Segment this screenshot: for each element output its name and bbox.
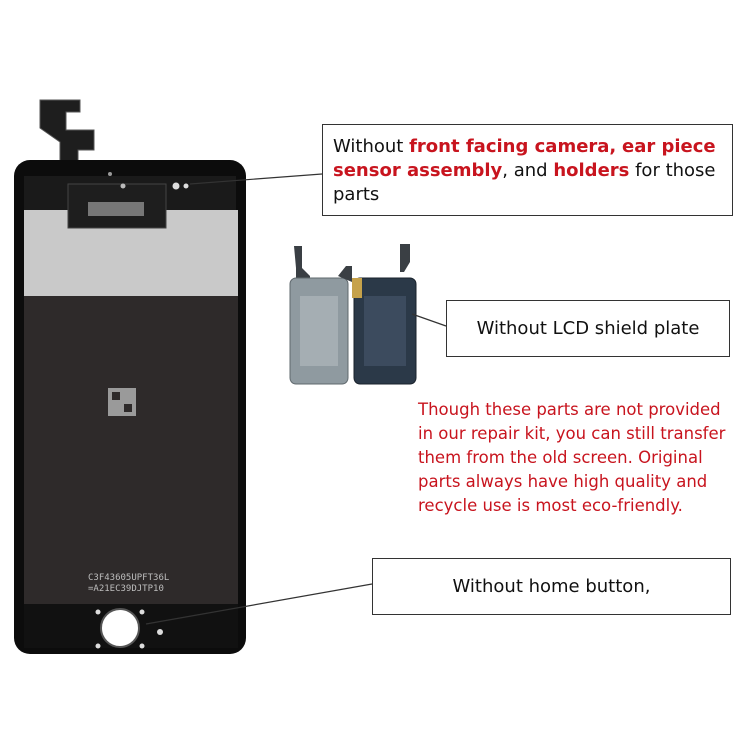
callout-camera-ear-piece: ear piece — [622, 136, 716, 157]
panel-back — [24, 296, 238, 608]
callout-camera-sensor: sensor assembly — [333, 160, 503, 181]
screw-hole — [139, 609, 145, 615]
callout-camera-text2: , and — [502, 160, 554, 181]
panel-label-line1: C3F43605UPFT36L — [88, 573, 169, 583]
screw-hole — [183, 183, 189, 189]
leader-line-camera — [189, 173, 323, 185]
panel-label-line2: =A21EC39DJTP10 — [88, 584, 164, 594]
leader-line-home — [145, 583, 373, 625]
callout-camera-text3: for those parts — [333, 160, 716, 205]
callout-shield-text: Without LCD shield plate — [476, 317, 700, 339]
screw-hole — [172, 182, 180, 190]
callout-home-text: Without home button, — [452, 575, 651, 597]
shield-plate-silver — [289, 246, 352, 385]
home-button-hole — [100, 608, 140, 648]
screw-hole — [95, 643, 101, 649]
lcd-panel-image: C3F43605UPFT36L =A21EC39DJTP10 — [14, 99, 246, 654]
top-flex-cable — [39, 99, 95, 187]
callout-shield-plate: Without LCD shield plate — [446, 300, 730, 357]
callout-camera-text1: Without — [333, 136, 410, 157]
callout-home-button: Without home button, — [372, 558, 731, 615]
sensor-hole — [120, 183, 126, 189]
sensor-hole — [108, 172, 112, 176]
screw-hole — [139, 643, 145, 649]
callout-camera: Without front facing camera, ear piece s… — [322, 124, 733, 216]
callout-camera-holders: holders — [553, 160, 630, 181]
repair-kit-note: Though these parts are not provided in o… — [418, 400, 726, 515]
connector-pins — [88, 202, 144, 216]
shield-plate-blue — [352, 244, 417, 385]
callout-camera-front-camera: front facing camera, — [409, 136, 617, 157]
leader-line-shield — [411, 313, 447, 327]
screw-hole — [95, 609, 101, 615]
screw-hole — [157, 629, 163, 635]
